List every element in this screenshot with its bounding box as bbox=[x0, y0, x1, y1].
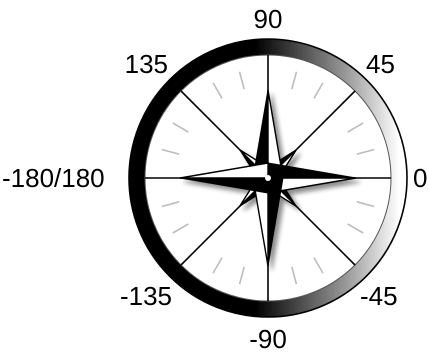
label-southwest: -135 bbox=[120, 281, 172, 311]
west-point-light-half bbox=[180, 163, 268, 178]
tick-mark bbox=[173, 123, 189, 132]
tick-mark bbox=[292, 267, 297, 284]
tick-mark bbox=[348, 123, 364, 132]
label-west: -180/180 bbox=[2, 163, 105, 193]
tick-mark bbox=[357, 150, 374, 155]
label-east: 0 bbox=[413, 163, 427, 193]
label-north: 90 bbox=[254, 4, 283, 34]
label-northwest: 135 bbox=[125, 49, 168, 79]
tick-mark bbox=[314, 83, 323, 99]
label-northeast: 45 bbox=[366, 49, 395, 79]
tick-mark bbox=[162, 150, 179, 155]
west-point-dark-half bbox=[180, 178, 268, 193]
tick-mark bbox=[173, 224, 189, 233]
tick-mark bbox=[240, 267, 245, 284]
tick-mark bbox=[213, 258, 222, 274]
tick-mark bbox=[162, 202, 179, 207]
east-point-dark-half bbox=[268, 163, 356, 178]
tick-mark bbox=[292, 72, 297, 89]
south-point-dark-half bbox=[268, 178, 283, 266]
star-center bbox=[265, 175, 271, 181]
tick-mark bbox=[314, 258, 323, 274]
label-southeast: -45 bbox=[360, 281, 398, 311]
label-south: -90 bbox=[249, 324, 287, 353]
tick-mark bbox=[348, 224, 364, 233]
tick-mark bbox=[240, 72, 245, 89]
tick-mark bbox=[357, 202, 374, 207]
tick-mark bbox=[213, 83, 222, 99]
